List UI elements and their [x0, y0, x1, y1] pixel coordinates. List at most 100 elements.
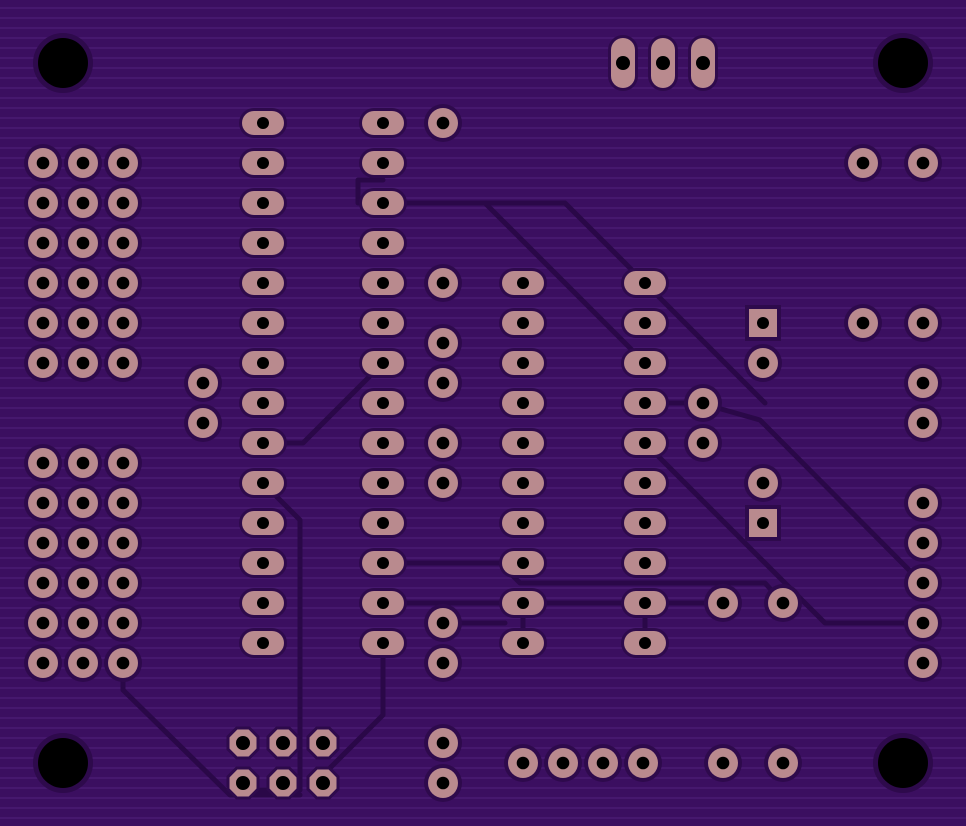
pad-drill [377, 277, 389, 289]
pad-drill [196, 416, 210, 430]
pad-drill [76, 156, 90, 170]
pad-drill [377, 597, 389, 609]
pad-drill [76, 236, 90, 250]
pad-drill [436, 376, 450, 390]
pad-drill [517, 437, 529, 449]
pad-drill [436, 776, 450, 790]
mounting-holes [33, 33, 933, 793]
pad-drill [517, 277, 529, 289]
pad-drill [116, 156, 130, 170]
pad-drill [517, 317, 529, 329]
trace [642, 400, 925, 586]
pad-drill [436, 276, 450, 290]
pad-drill [36, 236, 50, 250]
pad-drill [756, 476, 770, 490]
pad-drill [257, 637, 269, 649]
pad-drill [656, 56, 670, 70]
pad-drill [76, 536, 90, 550]
pad-drill [716, 596, 730, 610]
pad-drill [377, 437, 389, 449]
pad-drill [76, 456, 90, 470]
pad-drill [517, 557, 529, 569]
pad-drill [639, 557, 651, 569]
pad-drill [916, 576, 930, 590]
pad-drill [436, 436, 450, 450]
pad-drill [639, 317, 651, 329]
pad-drill [257, 157, 269, 169]
pad-drill [377, 117, 389, 129]
pad-drill [76, 196, 90, 210]
pad-drill [116, 356, 130, 370]
pad-drill [116, 656, 130, 670]
trace [642, 440, 925, 626]
pad-drill [116, 236, 130, 250]
pad-drill [916, 416, 930, 430]
pad-drill [636, 756, 650, 770]
pad-drill [616, 56, 630, 70]
pad-drill [696, 56, 710, 70]
pad-drill [36, 196, 50, 210]
pad-drill [76, 356, 90, 370]
pad-drill [377, 517, 389, 529]
pad-drill [436, 476, 450, 490]
pad-drill [377, 637, 389, 649]
mounting-hole-icon [38, 738, 88, 788]
pad-drill [856, 316, 870, 330]
pad-drill [377, 477, 389, 489]
pad-drill [377, 197, 389, 209]
pad-drill [116, 616, 130, 630]
pad-drill [116, 456, 130, 470]
pad-drill [517, 357, 529, 369]
pad-drill [916, 376, 930, 390]
pad-drill [377, 317, 389, 329]
pad-drill [36, 616, 50, 630]
pad-drill [257, 117, 269, 129]
pad-drill [257, 197, 269, 209]
mounting-hole-icon [38, 38, 88, 88]
pad-drill [196, 376, 210, 390]
pad-drill [257, 237, 269, 249]
pad-drill [696, 396, 710, 410]
pad-drill [377, 157, 389, 169]
pad-drill [276, 776, 290, 790]
pad-drill [639, 437, 651, 449]
pads [24, 35, 942, 802]
pad-drill [377, 557, 389, 569]
pad-drill [517, 597, 529, 609]
pad-drill [639, 397, 651, 409]
pad-drill [377, 357, 389, 369]
pad-drill [116, 576, 130, 590]
pad-drill [639, 277, 651, 289]
trace [317, 640, 386, 781]
pad-drill [377, 237, 389, 249]
pad-drill [436, 736, 450, 750]
pad-drill [517, 637, 529, 649]
pad-drill [257, 437, 269, 449]
pad-drill [916, 316, 930, 330]
pad-drill [36, 356, 50, 370]
pad-drill [276, 736, 290, 750]
pad-drill [76, 316, 90, 330]
pad-drill [916, 536, 930, 550]
hatch-lines [0, 7, 966, 819]
mounting-hole-icon [878, 38, 928, 88]
pad-drill [436, 116, 450, 130]
pad-drill [257, 397, 269, 409]
pad-drill [116, 316, 130, 330]
pad-drill [516, 756, 530, 770]
pad-drill [377, 397, 389, 409]
pad-drill [116, 536, 130, 550]
pad-drill [639, 517, 651, 529]
pad-drill [116, 276, 130, 290]
pad-drill [556, 756, 570, 770]
pad-drill [776, 596, 790, 610]
pad-drill [76, 576, 90, 590]
pad-drill [257, 557, 269, 569]
pad-drill [257, 317, 269, 329]
pad-drill [316, 736, 330, 750]
pad-drill [36, 496, 50, 510]
pad-drill [257, 597, 269, 609]
pad-drill [757, 317, 769, 329]
pad-drill [257, 477, 269, 489]
